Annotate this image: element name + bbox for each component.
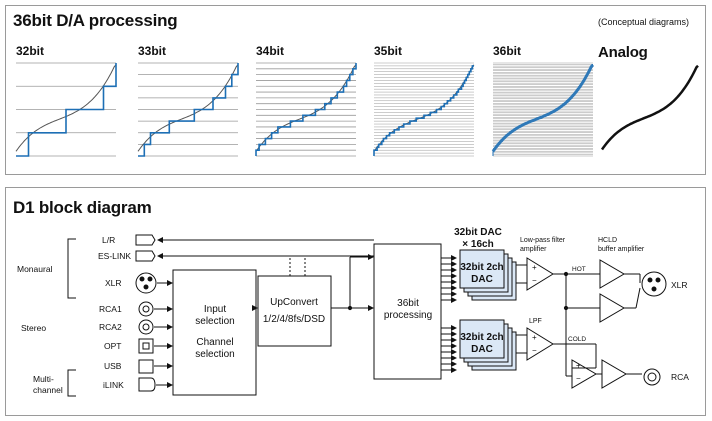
analog-wave-overlay [15,64,117,152]
dac-header-line2: × 16ch [462,239,494,250]
analog-curve [600,64,699,151]
input-block-line2: selection [195,316,235,327]
rca2-port-icon [138,319,154,335]
stepped-wave [138,63,239,157]
port-label-usb: USB [104,361,122,371]
panel-label-32bit: 32bit [16,44,45,58]
lpf-upper-plus: + [532,263,537,272]
block-diagram-panel: D1 block diagram [5,187,706,416]
stepped-wave [255,63,357,156]
conceptual-note: (Conceptual diagrams) [598,17,690,27]
hot-label: HOT [572,266,586,273]
output-label-xlr: XLR [671,280,688,290]
xlr-output-icon [641,271,667,297]
monaural-bracket [67,238,76,299]
analog-wave-overlay [491,63,595,153]
panel-label-34bit: 34bit [256,44,285,58]
processing-line2: processing [383,310,433,321]
hcld-header-line2: buffer amplifier [598,246,645,253]
dac-upper-line1: 32bit 2ch [460,262,504,273]
port-label-eslink: ES-LINK [98,251,132,261]
input-selection-block [172,269,257,396]
quantization-plot-34bit [255,62,357,157]
panel-label-35bit: 35bit [374,44,403,58]
lr-port-icon [135,234,156,246]
lpf-amp-upper [526,257,554,291]
waveform-illustrations [15,62,699,157]
port-label-opt: OPT [104,341,122,351]
lpf-lower-minus: − [532,346,537,355]
hcld-buffer-3 [601,359,627,389]
group-label-stereo: Stereo [21,323,47,333]
upconvert-line2: 1/2/4/8fs/DSD [262,314,326,325]
block-section-title: D1 block diagram [13,198,152,217]
panel-label-33bit: 33bit [138,44,167,58]
sum-plus: + [576,361,581,370]
dac-lower-line1: 32bit 2ch [460,332,504,343]
da-processing-panel: 36bit D/A processing (Conceptual diagram… [5,5,706,175]
lpf-short-label: LPF [529,318,542,325]
output-label-rca: RCA [671,372,689,382]
dac-header-line1: 32bit DAC [454,227,502,238]
lpf-header-line1: Low-pass filter [520,237,566,244]
lpf-lower-plus: + [532,333,537,342]
quantization-plot-33bit [137,62,239,157]
dac-upper-line2: DAC [471,274,493,285]
hcld-header-line1: HCLD [598,237,618,244]
rca1-port-icon [138,301,154,317]
port-label-rca2: RCA2 [99,322,122,332]
port-label-ilink: iLINK [103,380,124,390]
dac-stack-upper [459,249,517,301]
ilink-port-icon [138,377,156,392]
quantization-plot-35bit [373,62,475,157]
cold-label: COLD [568,336,587,343]
dac-lower-line2: DAC [471,344,493,355]
port-label-rca1: RCA1 [99,304,122,314]
da-section-title: 36bit D/A processing [13,11,178,30]
input-block-line4: selection [195,349,235,360]
lpf-amp-lower [526,327,554,361]
xlr-port-icon [135,272,157,294]
analog-wave-overlay [137,64,239,152]
processing-line1: 36bit [397,298,419,309]
hcld-buffer-2 [599,293,625,323]
port-label-lr: L/R [102,235,116,245]
usb-port-icon [138,359,154,374]
upconvert-block [257,275,332,347]
group-label-multi: Multi- [33,374,54,384]
opt-port-icon [138,338,154,354]
group-label-monaural: Monaural [17,264,53,274]
analog-label: Analog [598,44,648,61]
processing-block [373,243,442,380]
dac-stack-lower [459,319,517,371]
lpf-header-line2: amplifier [520,246,547,253]
block-diagram-lines [67,234,667,397]
stepped-wave [16,63,117,157]
input-block-line1: Input [203,304,227,315]
quantization-plot-32bit [15,62,117,157]
port-label-xlr: XLR [105,278,122,288]
stepped-wave [373,65,474,156]
lpf-upper-minus: − [532,276,537,285]
input-block-line3: Channel [196,337,234,348]
panel-label-36bit: 36bit [493,44,522,58]
hcld-buffer-1 [599,259,625,289]
group-label-channel: channel [33,385,63,395]
summing-amp [571,359,597,389]
multichannel-bracket [67,369,76,397]
sum-minus: − [576,374,581,383]
upconvert-line1: UpConvert [270,297,318,308]
eslink-port-icon [135,250,156,262]
quantization-plot-36bit [491,62,595,157]
rca-output-icon [643,368,661,386]
